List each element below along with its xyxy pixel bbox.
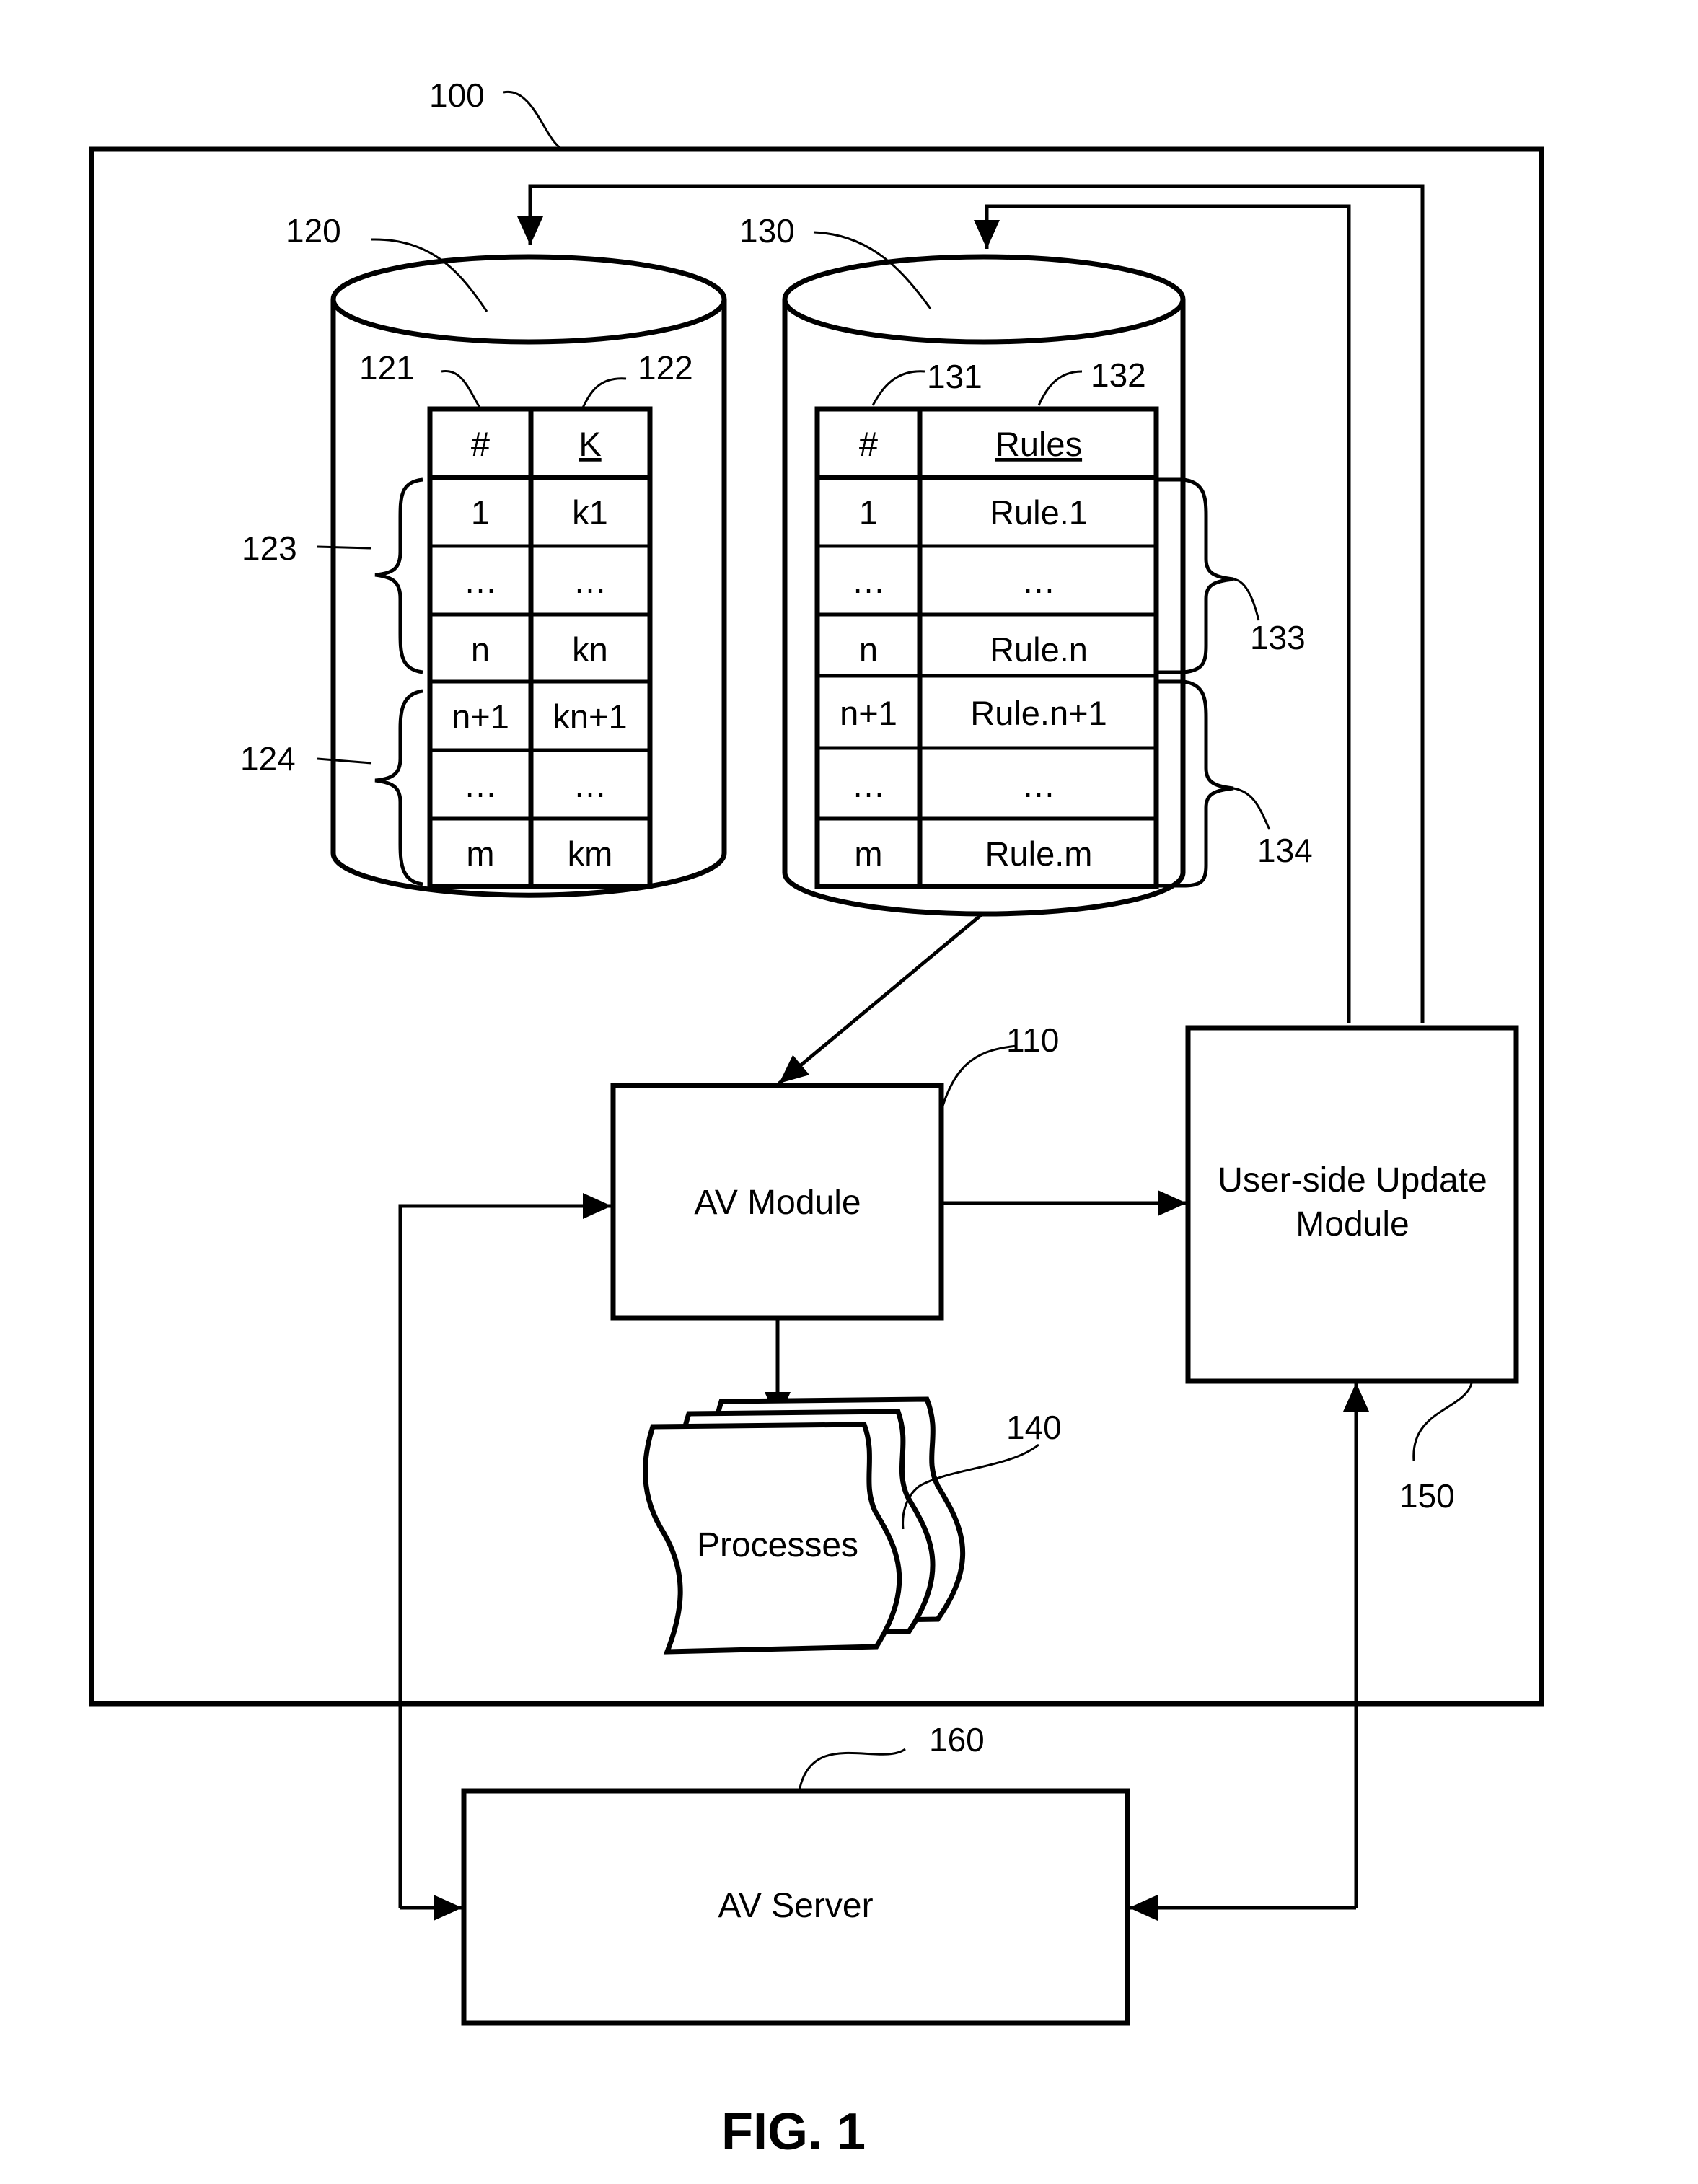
keys-header-k: K — [579, 425, 601, 463]
update-module-label-line1: User-side Update — [1218, 1161, 1487, 1199]
keys-row-key: … — [573, 562, 607, 600]
keys-row-num: … — [464, 562, 498, 600]
ref-label-160: 160 — [929, 1721, 985, 1758]
ref-label-110: 110 — [1006, 1021, 1059, 1059]
av-module-label: AV Module — [694, 1184, 861, 1222]
ref-leader-133 — [1233, 579, 1259, 620]
ref-leader-100 — [503, 92, 563, 149]
rules-database — [785, 257, 1183, 914]
update-module-label-line2: Module — [1296, 1205, 1409, 1243]
rules-row-num: n — [859, 630, 878, 669]
rules-row-rule: Rule.1 — [990, 493, 1088, 532]
ref-label-130: 130 — [739, 212, 795, 250]
rules-row-num: … — [852, 766, 886, 804]
ref-label-124: 124 — [240, 740, 296, 778]
processes-stack — [646, 1399, 963, 1652]
rules-row-num: m — [854, 835, 882, 873]
keys-row-num: 1 — [471, 493, 490, 532]
rules-row-num: … — [852, 562, 886, 600]
keys-row-num: n+1 — [452, 697, 509, 736]
ref-label-122: 122 — [638, 349, 693, 387]
keys-row-key: kn — [572, 630, 608, 669]
ref-leader-134 — [1233, 788, 1270, 829]
ref-leader-123 — [317, 547, 371, 548]
rules-row-rule: Rule.n+1 — [970, 694, 1107, 732]
rules-row-rule: Rule.m — [985, 835, 1093, 873]
ref-label-132: 132 — [1091, 356, 1146, 394]
rules-row-num: n+1 — [840, 694, 897, 732]
rules-row-num: 1 — [859, 493, 878, 532]
ref-label-150: 150 — [1399, 1477, 1455, 1515]
figure-caption: FIG. 1 — [721, 2103, 866, 2161]
ref-leader-150 — [1414, 1383, 1472, 1461]
ref-label-100: 100 — [429, 76, 485, 114]
rules-row-rule: Rule.n — [990, 630, 1088, 669]
ref-label-140: 140 — [1006, 1409, 1062, 1446]
keys-row-key: … — [573, 766, 607, 804]
keys-row-num: m — [466, 835, 494, 873]
ref-label-121: 121 — [359, 349, 415, 387]
keys-row-key: k1 — [572, 493, 608, 532]
ref-label-123: 123 — [242, 529, 297, 567]
keys-row-key: kn+1 — [553, 697, 627, 736]
rules-header-rules: Rules — [995, 425, 1082, 463]
rules-header-num: # — [859, 425, 878, 463]
ref-leader-160 — [799, 1749, 905, 1791]
keys-row-num: n — [471, 630, 490, 669]
ref-label-131: 131 — [927, 358, 982, 395]
ref-label-133: 133 — [1250, 619, 1306, 656]
keys-row-key: km — [568, 835, 613, 873]
ref-label-120: 120 — [286, 212, 341, 250]
rules-db-to-av-module-arrow — [779, 914, 982, 1083]
update-module-box[interactable] — [1188, 1028, 1516, 1381]
rules-row-rule: … — [1022, 766, 1056, 804]
processes-label: Processes — [697, 1526, 858, 1564]
av-server-label: AV Server — [718, 1887, 873, 1925]
keys-header-num: # — [471, 425, 490, 463]
keys-row-num: … — [464, 766, 498, 804]
rules-row-rule: … — [1022, 562, 1056, 600]
ref-label-134: 134 — [1257, 832, 1313, 869]
